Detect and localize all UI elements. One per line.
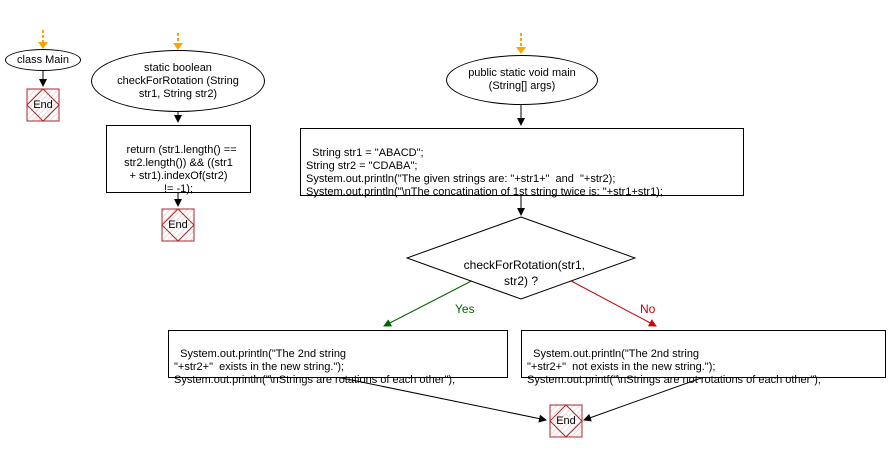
method-body-text: return (str1.length() == str2.length()) … <box>124 144 237 195</box>
end-symbol-class-main <box>26 88 60 122</box>
edge-decision-yes <box>383 273 486 327</box>
main-end: End <box>550 405 582 437</box>
yes-label: Yes <box>455 302 475 316</box>
entry-arrow-class-main <box>38 30 48 49</box>
main-end-label: End <box>556 415 576 427</box>
entry-arrow-method <box>173 33 183 50</box>
main-signature-node: public static void main (String[] args) <box>446 55 598 105</box>
method-end: End <box>162 209 194 241</box>
end-symbol-main <box>549 404 583 438</box>
decision-text: checkForRotation(str1, str2) ? <box>463 258 586 288</box>
edge-decision-no <box>557 273 657 327</box>
method-signature-label: static boolean checkForRotation (String … <box>117 61 239 100</box>
class-main-end-label: End <box>33 99 53 111</box>
method-end-label: End <box>168 219 188 231</box>
no-branch-node: System.out.println("The 2nd string "+str… <box>521 330 886 386</box>
edge-yes-end <box>336 376 547 423</box>
main-statements-text: String str1 = "ABACD"; String str2 = "CD… <box>306 147 663 198</box>
main-statements-node: String str1 = "ABACD"; String str2 = "CD… <box>300 128 744 198</box>
no-branch-text: System.out.println("The 2nd string "+str… <box>527 348 821 386</box>
main-signature-label: public static void main (String[] args) <box>468 67 576 92</box>
method-body-node: return (str1.length() == str2.length()) … <box>106 125 251 195</box>
class-main-end: End <box>27 89 59 121</box>
no-label: No <box>640 302 656 316</box>
edge-no-end <box>583 376 705 422</box>
decision-diamond <box>405 216 637 300</box>
entry-arrow-main <box>516 33 526 54</box>
yes-branch-node: System.out.println("The 2nd string "+str… <box>168 330 508 386</box>
class-main-node: class Main <box>5 49 81 71</box>
method-signature-node: static boolean checkForRotation (String … <box>91 50 265 112</box>
end-symbol-method <box>161 208 195 242</box>
yes-branch-text: System.out.println("The 2nd string "+str… <box>174 348 456 386</box>
class-main-label: class Main <box>17 53 69 66</box>
